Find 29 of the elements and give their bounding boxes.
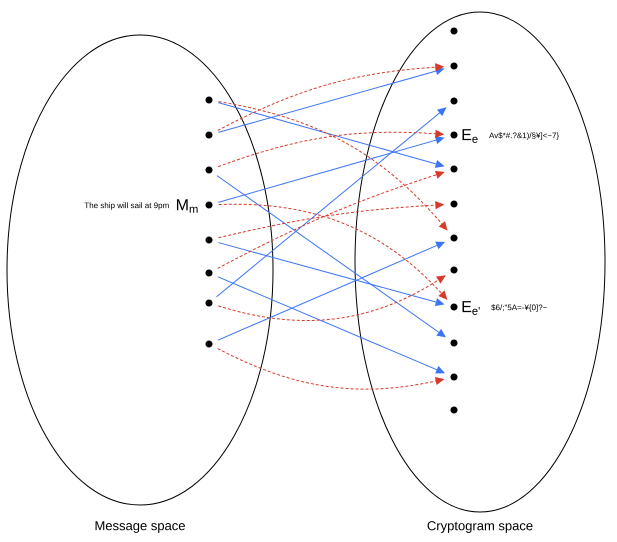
ciphertext: Av$*#.?&1)/§¥]<~7} [489, 132, 559, 140]
symbol-label: E$_{e'}$ [462, 301, 480, 315]
dot [450, 304, 458, 310]
dot [450, 98, 458, 104]
dot [206, 236, 212, 244]
dot [450, 234, 458, 242]
dot [450, 28, 458, 34]
dot [206, 202, 212, 208]
symbol-label: M$_{m}$ [176, 199, 198, 213]
dot [206, 96, 212, 104]
dot [206, 166, 212, 174]
dot [206, 300, 212, 306]
dot [450, 340, 458, 346]
dot [206, 340, 212, 348]
dot [450, 166, 458, 172]
space-label: Cryptogram space [428, 521, 532, 533]
ciphertext: $6/;"5A=-¥{0]?~ [491, 304, 547, 312]
arrow [216, 107, 446, 298]
dot [206, 132, 212, 138]
dot [450, 200, 458, 208]
dot [450, 374, 458, 380]
symbol-label: E$_{e}$ [462, 129, 478, 143]
space-label: Message space [96, 521, 185, 533]
dot [450, 132, 458, 138]
dot [450, 266, 458, 274]
message-text: The ship will sail at 9pm [84, 202, 169, 210]
dot [450, 62, 458, 70]
dot [206, 270, 212, 276]
dot [450, 406, 458, 414]
